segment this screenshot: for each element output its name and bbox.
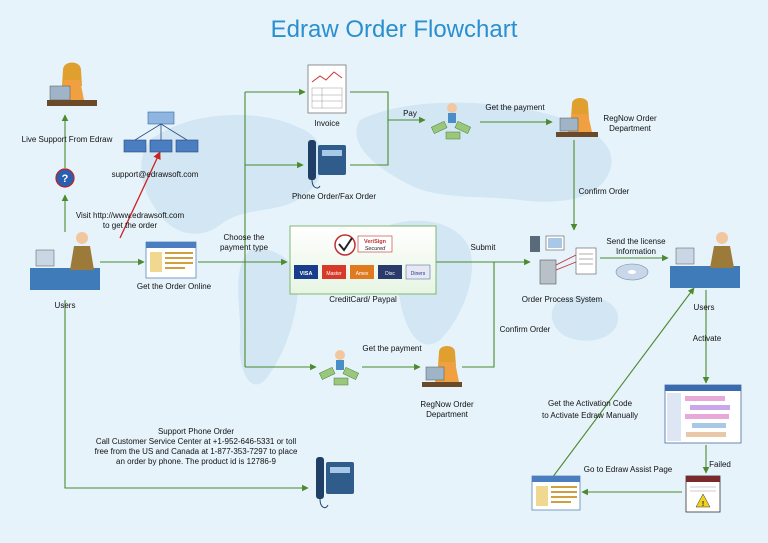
software-window-icon[interactable] [664,384,742,444]
card-brand-logos: VISA Master Amex Disc Diners [294,264,431,280]
card-brand-diners: Diners [411,271,426,277]
failed-label: Failed [709,460,731,469]
support-phone-label-4: an order by phone. The product id is 127… [116,457,277,466]
support-phone-label-2: Call Customer Service Center at +1-952-6… [96,437,297,446]
regnow-top-person-icon [556,98,598,137]
card-brand-visa: VISA [300,271,313,277]
users-right-label: Users [694,303,715,312]
regnow-bottom-label-2: Department [426,410,469,419]
browser-window-bottom-icon[interactable] [531,475,581,511]
activate-label: Activate [693,334,722,343]
network-envelope-icon [123,111,199,153]
credit-card-box[interactable]: VeriSign Secured VISA Master Amex Disc D… [289,225,437,295]
edge-invoice-phone-join [350,91,389,166]
edge-support-phone [64,300,309,492]
edge-visit-to-email [119,151,161,239]
live-support-person-icon [47,62,97,106]
order-system-server-icon [530,235,597,285]
support-email-label[interactable]: support@edrawsoft.com [112,170,199,179]
payment-transfer-bottom-icon [319,350,359,386]
help-question-icon[interactable]: ? [55,168,75,188]
phone-bottom-icon[interactable] [316,457,354,509]
send-license-label-2: Information [616,247,656,256]
verisign-label-2: Secured [365,246,386,252]
card-brand-amex: Amex [356,271,369,277]
confirm-bottom-label: Confirm Order [500,325,551,334]
credit-card-label: CreditCard/ Paypal [329,295,397,304]
get-order-online-label: Get the Order Online [137,282,212,291]
invoice-label: Invoice [314,119,340,128]
order-system-label: Order Process System [522,295,603,304]
browser-window-icon[interactable] [145,241,197,279]
edges [61,88,710,496]
card-brand-disc: Disc [385,271,395,277]
invoice-document-icon[interactable] [307,64,347,114]
support-phone-label-1: Support Phone Order [158,427,234,436]
users-left-label: Users [55,301,76,310]
support-phone-label-3: free from the US and Canada at 1-877-353… [95,447,298,456]
live-support-label: Live Support From Edraw [22,135,113,144]
verisign-check-icon [334,234,356,256]
phone-top-icon[interactable] [308,140,346,189]
svg-text:?: ? [62,173,69,185]
regnow-top-label-2: Department [609,124,652,133]
assist-page-label: Go to Edraw Assist Page [584,465,673,474]
users-right-icon [670,232,740,288]
get-payment-top-label: Get the payment [485,103,545,112]
phone-fax-label: Phone Order/Fax Order [292,192,376,201]
svg-text:!: ! [702,501,704,508]
choose-payment-label-1: Choose the [224,233,265,242]
choose-payment-label-2: payment type [220,243,269,252]
edge-activation-code [551,287,695,479]
cd-disc-icon [615,263,649,281]
activation-label-2: to Activate Edraw Manually [542,411,638,420]
edge-confirm-bottom [462,262,495,368]
get-payment-bottom-label: Get the payment [362,344,422,353]
visit-site-label-2: to get the order [103,221,158,230]
visit-site-label-1: Visit http://www.edrawsoft.com [76,211,185,220]
pay-label: Pay [403,109,417,118]
activation-label-1: Get the Activation Code [548,399,633,408]
payment-transfer-top-icon [431,103,471,140]
diagram-title: Edraw Order Flowchart [271,16,518,43]
send-license-label-1: Send the license [606,237,666,246]
regnow-bottom-label-1: RegNow Order [420,400,474,409]
users-left-icon [30,232,100,290]
regnow-bottom-person-icon [422,346,462,387]
verisign-label-1: VeriSign [364,239,387,245]
regnow-top-label-1: RegNow Order [603,114,657,123]
warning-document-icon: ! [685,475,721,513]
submit-label: Submit [471,243,497,252]
confirm-top-label: Confirm Order [579,187,630,196]
card-brand-master: Master [326,271,342,277]
